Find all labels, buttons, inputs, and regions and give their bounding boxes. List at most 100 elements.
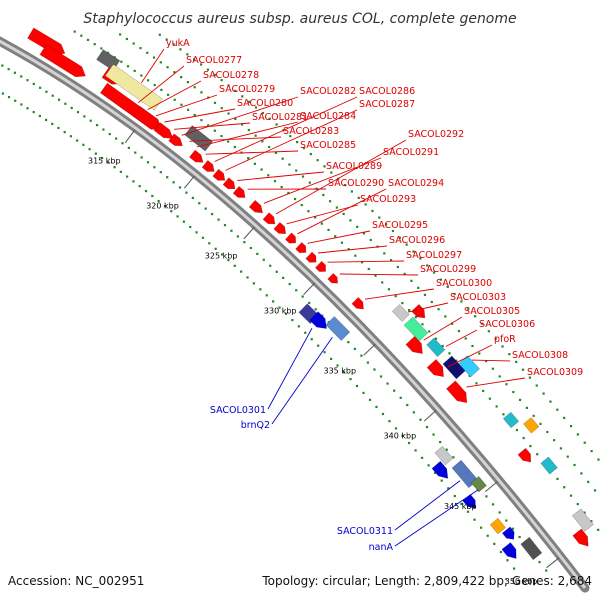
track-dot <box>207 124 210 127</box>
track-dot <box>334 235 337 238</box>
track-dot <box>412 411 415 414</box>
track-dot <box>535 384 538 387</box>
gene-feature <box>489 517 506 535</box>
track-dot <box>261 140 264 143</box>
track-dot <box>439 440 442 444</box>
callout-line <box>189 136 282 142</box>
track-dot <box>301 175 305 178</box>
track-dot <box>426 264 429 267</box>
track-dot <box>108 132 111 136</box>
callout-line <box>408 302 449 313</box>
track-dot <box>349 378 352 381</box>
track-dot <box>127 146 130 149</box>
gene-shape <box>520 536 543 561</box>
track-dot <box>93 43 96 46</box>
track-dot <box>350 190 354 193</box>
callout-line <box>339 273 419 276</box>
track-dot <box>113 166 116 169</box>
gene-shape <box>405 335 423 354</box>
dotted-tracks <box>1 30 600 572</box>
callout-line <box>173 122 251 130</box>
callout-line <box>181 96 299 136</box>
callout-line <box>286 204 359 225</box>
gene-feature <box>470 475 487 493</box>
track-dot <box>314 216 317 219</box>
track-dot <box>240 270 243 273</box>
track-dot <box>180 75 183 79</box>
track-dot <box>157 199 160 203</box>
callout-line <box>394 489 479 547</box>
track-dot <box>360 354 363 357</box>
track-dot <box>453 293 456 296</box>
track-dot <box>309 152 312 156</box>
track-dot <box>556 408 559 411</box>
track-dot <box>248 100 251 103</box>
track-dot <box>95 124 99 127</box>
gene-feature <box>284 232 297 244</box>
gene-feature <box>517 447 532 463</box>
track-dot <box>186 53 189 56</box>
callout-line <box>471 359 511 362</box>
track-dot <box>200 91 203 94</box>
track-dot <box>57 98 61 101</box>
track-dot <box>126 65 130 68</box>
gene-label: SACOL0290 <box>328 178 384 189</box>
track-dot <box>94 152 97 155</box>
track-dot <box>539 422 542 425</box>
track-dot <box>173 98 176 101</box>
callout-line <box>394 480 461 531</box>
gene-feature <box>446 380 468 404</box>
gene-feature <box>189 149 204 163</box>
track-dot <box>340 241 344 244</box>
track-dot <box>453 494 456 498</box>
track-dot <box>525 406 528 409</box>
tick-mark <box>303 282 316 295</box>
gene-feature <box>305 251 317 263</box>
track-dot <box>466 510 470 513</box>
track-dot <box>452 456 455 459</box>
gene-shape <box>540 456 558 475</box>
callout-group: yukASACOL0277SACOL0278SACOL0279SACOL0280… <box>137 38 583 553</box>
gene-shape <box>517 447 532 463</box>
gene-shape <box>391 304 410 322</box>
track-dot <box>515 360 518 364</box>
track-dot <box>320 222 323 225</box>
tick-mark <box>363 343 376 356</box>
gene-label: SACOL0277 <box>186 55 242 66</box>
track-dot <box>166 176 169 179</box>
track-dot <box>301 295 304 298</box>
track-dot <box>51 94 54 97</box>
track-dot <box>428 330 431 333</box>
track-dot <box>536 453 539 456</box>
track-dot <box>460 502 463 505</box>
track-dot <box>455 359 458 362</box>
track-dot <box>308 301 311 304</box>
gene-shape <box>451 459 479 489</box>
track-dot <box>434 471 437 475</box>
gene-feature <box>309 311 327 329</box>
track-dot <box>505 383 508 386</box>
track-dot <box>198 202 201 205</box>
gene-shape <box>434 445 454 466</box>
tick-label: 330 kbp <box>264 306 297 315</box>
gene-label: SACOL0291 <box>383 147 439 158</box>
track-dot <box>387 288 391 291</box>
gene-feature <box>501 526 515 540</box>
gene-label: SACOL0297 <box>406 250 462 261</box>
track-dot <box>464 337 467 340</box>
gene-feature <box>523 417 540 434</box>
track-dot <box>223 224 227 227</box>
track-dot <box>505 519 508 522</box>
track-dot <box>394 295 397 298</box>
track-dot <box>487 330 490 333</box>
track-dot <box>7 96 11 99</box>
track-dot <box>140 156 143 159</box>
track-dot <box>412 250 415 253</box>
gene-label: SACOL0292 <box>408 129 464 140</box>
track-dot <box>291 318 294 322</box>
callout-line <box>423 316 463 341</box>
track-dot <box>427 464 430 467</box>
gene-label: SACOL0286 <box>359 86 415 97</box>
callout-line <box>275 139 407 215</box>
